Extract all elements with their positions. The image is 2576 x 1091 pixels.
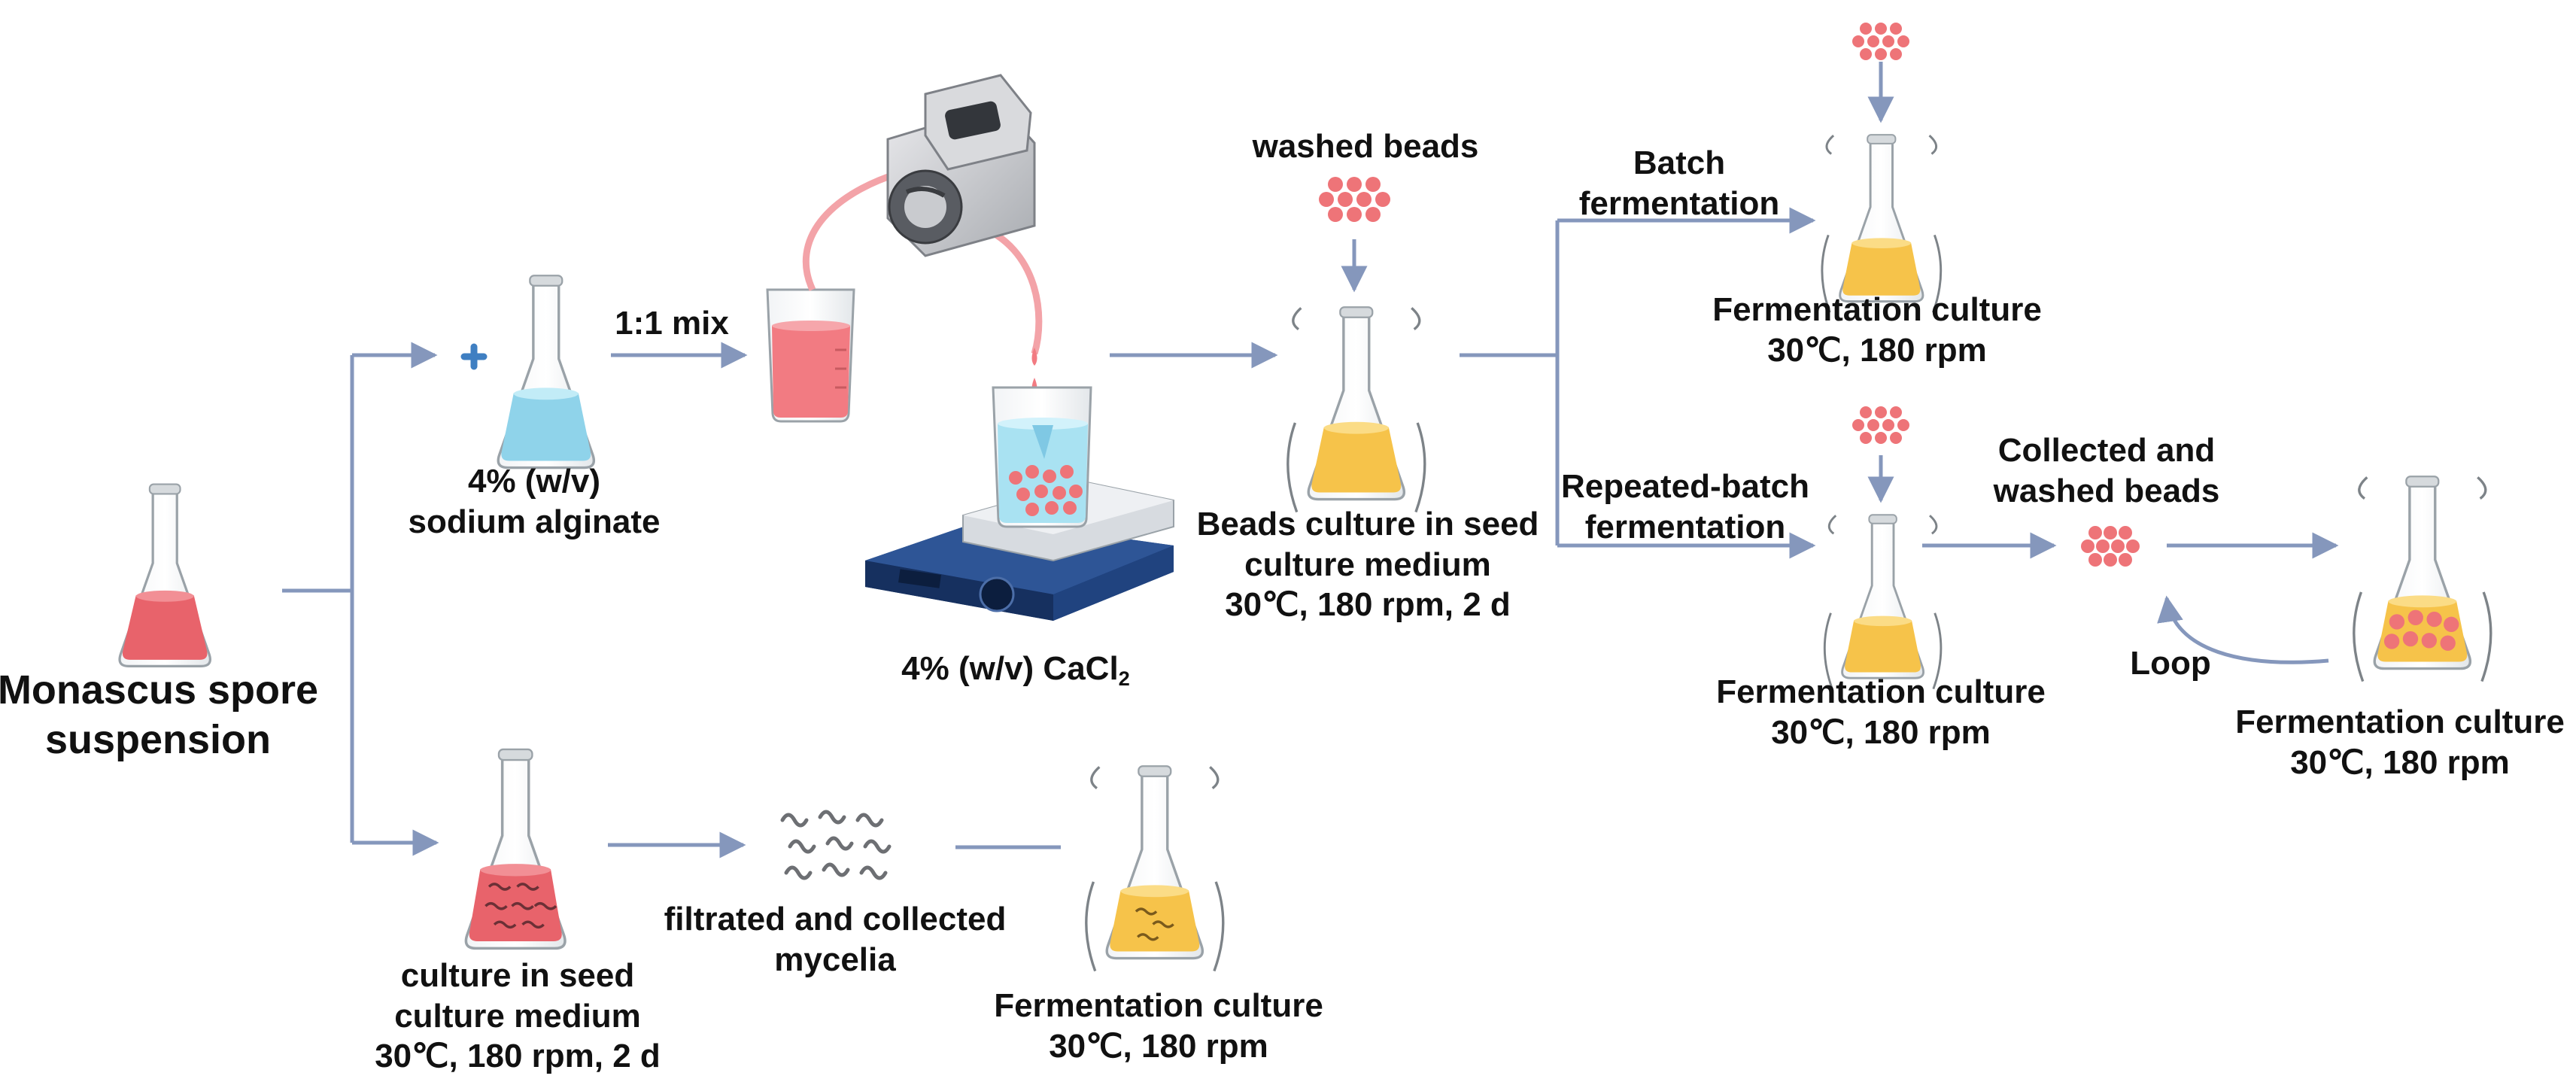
final-culture-line2: 30℃, 180 rpm [2290,743,2510,781]
seed-culture-label: culture in seed culture medium 30℃, 180 … [375,956,661,1077]
bottom-ferm-flask-icon [1085,765,1225,972]
bottom-ferm-line1: Fermentation culture [994,987,1323,1024]
cacl2-subscript: 2 [1118,667,1130,691]
bottom-ferm-line2: 30℃, 180 rpm [1049,1027,1268,1065]
mycelia-line2: mycelia [774,941,896,978]
alginate-label: 4% (w/v) sodium alginate [409,461,661,542]
washed-beads-icon [1319,177,1390,222]
seed-culture-line1: culture in seed [400,957,635,994]
washed-beads-label: washed beads [1252,128,1479,165]
batch-beads-icon [1852,23,1909,60]
batch-culture-line1: Fermentation culture [1712,291,2042,328]
repeated-batch-flask-icon [1823,514,1943,690]
alginate-line1: 4% (w/v) [467,463,601,500]
loop-label: Loop [2130,645,2211,682]
alginate-flask-icon [497,275,596,470]
collected-beads-label: Collected and washed beads [1994,430,2220,511]
mix-label: 1:1 mix [615,305,729,342]
batch-flask-icon [1821,134,1943,313]
mix-beaker-icon [766,288,855,423]
cacl2-label: 4% (w/v) CaCl2 [901,649,1130,691]
title-line2: suspension [44,716,272,762]
mycelia-icon [780,810,892,880]
cacl2-text: 4% (w/v) CaCl [901,650,1119,687]
beads-culture-line1: Beads culture in seed [1196,506,1539,542]
beads-culture-line3: 30℃, 180 rpm, 2 d [1225,586,1511,624]
batch-label: Batch fermentation [1579,143,1779,223]
batch-line1: Batch [1633,144,1726,181]
connectors [282,62,2339,859]
bottom-ferm-label: Fermentation culture 30℃, 180 rpm [994,986,1323,1066]
final-loop-flask-icon [2353,476,2492,682]
seed-culture-line3: 30℃, 180 rpm, 2 d [375,1038,661,1075]
spore-flask-icon [118,483,211,668]
batch-line2: fermentation [1578,184,1780,222]
cacl2-beaker-icon [992,386,1092,528]
beads-culture-flask-icon [1286,306,1426,513]
batch-culture-label: Fermentation culture 30℃, 180 rpm [1712,290,2042,370]
rb-beads-icon [1852,406,1909,444]
rb-culture-line2: 30℃, 180 rpm [1771,713,1991,751]
beads-culture-label: Beads culture in seed culture medium 30℃… [1197,504,1539,625]
peristaltic-pump-icon [802,74,1043,355]
collected-beads-icon [2081,526,2140,567]
title-line1: Monascus spore [0,667,319,713]
collected-line2: washed beads [1993,472,2220,509]
mycelia-line1: filtrated and collected [664,901,1007,938]
mycelia-label: filtrated and collected mycelia [664,899,1007,980]
repeated-batch-label: Repeated-batch fermentation [1561,466,1809,547]
seed-culture-line2: culture medium [394,997,641,1035]
loop-arrow [2157,595,2329,664]
rb-culture-line1: Fermentation culture [1716,673,2046,710]
title-label: Monascus spore suspension [0,666,318,765]
alginate-line2: sodium alginate [408,503,661,540]
beads-culture-line2: culture medium [1244,546,1491,583]
seed-mycelia-flask-icon [464,748,567,950]
final-culture-line1: Fermentation culture [2235,704,2565,740]
final-culture-label: Fermentation culture 30℃, 180 rpm [2235,702,2565,783]
rb-line1: Repeated-batch [1560,468,1810,505]
plus-icon [460,343,488,370]
collected-line1: Collected and [1997,432,2216,469]
batch-culture-line2: 30℃, 180 rpm [1767,331,1987,369]
rb-line2: fermentation [1584,508,1786,546]
rb-culture-label: Fermentation culture 30℃, 180 rpm [1716,672,2046,752]
